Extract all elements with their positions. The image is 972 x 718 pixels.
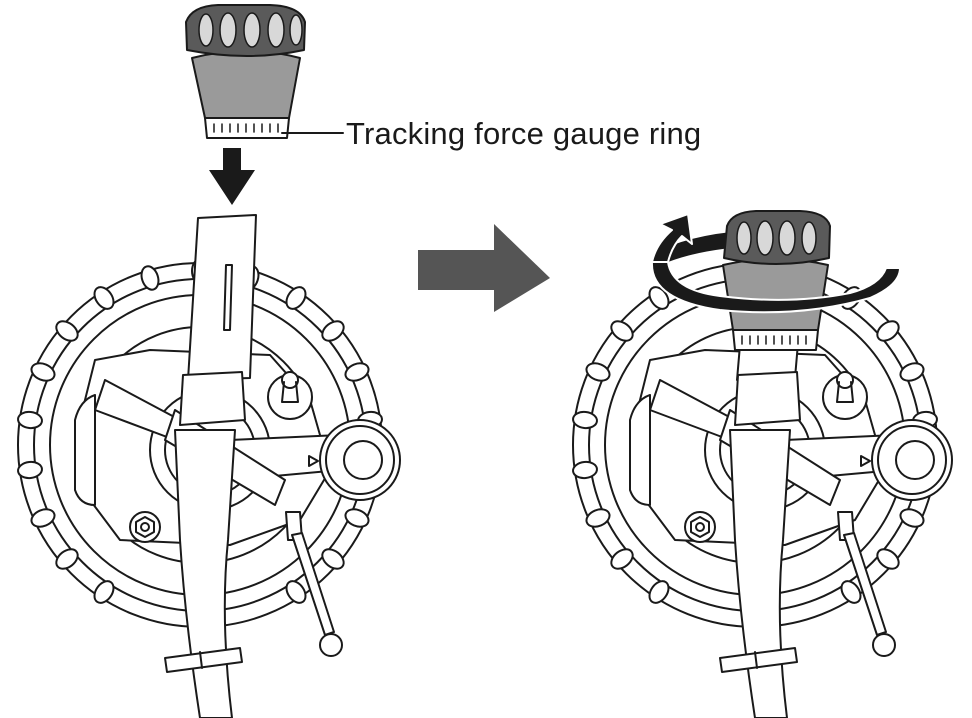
antiskate-knob-right (860, 419, 953, 501)
counterweight-right (722, 210, 831, 351)
lift-lever-left (285, 511, 343, 657)
callout-label-gauge-ring: Tracking force gauge ring (346, 116, 702, 151)
lift-lever-right (837, 511, 896, 657)
turntable-right (572, 262, 953, 718)
rotate-arrow-icon (650, 213, 901, 314)
keyhole-left (267, 371, 313, 420)
counterweight-gauge-ring (213, 123, 279, 133)
turntable-left (17, 214, 401, 718)
counterweight-left (185, 4, 306, 139)
mounting-screw-right (684, 511, 716, 543)
keyhole-right (822, 371, 868, 420)
tonearm-stub-left (187, 214, 257, 381)
down-arrow-icon (209, 148, 255, 205)
right-arrow-icon (418, 224, 550, 312)
mounting-screw-left (129, 511, 161, 543)
antiskate-knob-left (308, 419, 401, 501)
